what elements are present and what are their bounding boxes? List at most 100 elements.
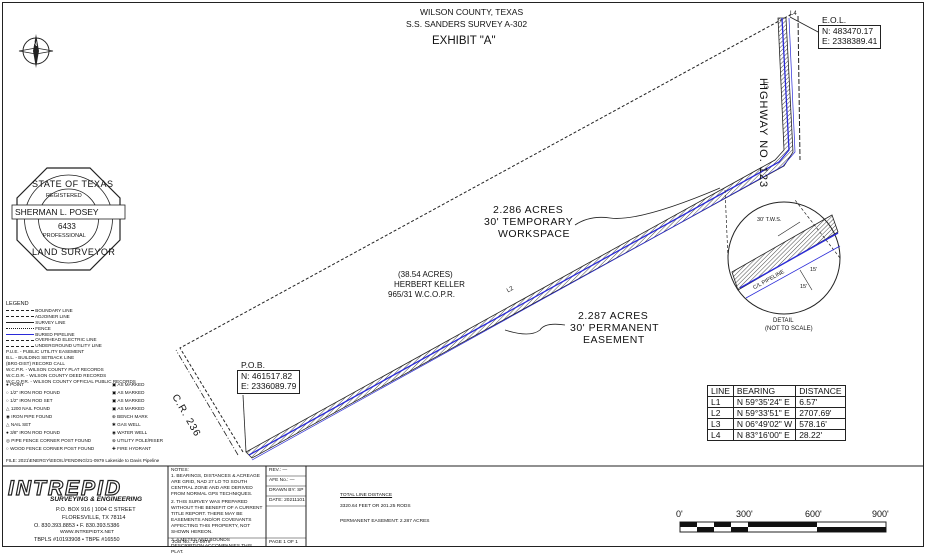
county-heading: WILSON COUNTY, TEXAS <box>420 7 524 17</box>
legend-abbrev: W.C.O.P.R. - WILSON COUNTY OFFICIAL PUBL… <box>6 378 136 384</box>
eol-label: E.O.L. <box>822 15 847 25</box>
eol-north: N: 483470.17 <box>822 26 874 36</box>
legend-symbol-fire-hydrant: ✚ FIRE HYDRANT <box>112 446 152 451</box>
legend-symbol-bench-mark: ⊕ BENCH MARK <box>112 414 148 419</box>
legend-symbol-marked-1: ▣ AS MARKED <box>112 382 145 387</box>
company-tagline: SURVEYING & ENGINEERING <box>50 496 143 503</box>
legend-symbol-marked-2: ▣ AS MARKED <box>112 390 145 395</box>
table-row: L1 N 59°35'24" E 6.57' <box>707 396 846 408</box>
legend-symbol-pipe-fence: ◎ PIPE FENCE CORNER POST FOUND <box>6 438 92 443</box>
detail-tws-label: 30' T.W.S. <box>757 217 782 223</box>
line-label-l3: L3 <box>762 82 768 89</box>
pob-coordinates: N: 461517.82 E: 2336089.79 <box>237 370 301 394</box>
seal-title: LAND SURVEYOR <box>32 247 116 257</box>
note-2: 2. THIS SURVEY WAS PREPARED WITHOUT THE … <box>171 500 263 535</box>
permanent-easement-total: PERMANENT EASEMENT: 2.287 ACRES <box>340 519 430 524</box>
job-number: JOB No.: 21-0979 <box>172 540 211 545</box>
pob-label: P.O.B. <box>241 360 265 370</box>
legend-symbol-marked-4: ▣ AS MARKED <box>112 406 145 411</box>
revision: REV.: — <box>269 468 288 473</box>
survey-heading: S.S. SANDERS SURVEY A-302 <box>406 19 528 29</box>
permanent-easement-edge <box>251 17 796 461</box>
company-phone: O. 830.393.8853 • F. 830.393.5386 <box>34 523 120 529</box>
company-address-2: FLORESVILLE, TX 78114 <box>62 515 126 521</box>
line-label-l4: L4 <box>790 11 797 17</box>
detail-scale-note: (NOT TO SCALE) <box>765 326 813 332</box>
legend-abbrev: (BRG-DIST) RECORD CALL <box>6 361 65 367</box>
company-license: TBPLS #10193908 • TBPE #16550 <box>34 537 120 543</box>
legend-symbol-nail-set: △ NAIL SET <box>6 422 32 427</box>
scale-bar <box>679 521 887 533</box>
legend-line-item: BOUNDARY LINE <box>6 308 136 314</box>
legend-line-item: BURIED PIPELINE <box>6 332 136 338</box>
note-1: 1. BEARINGS, DISTANCES & ACREAGE ARE GRI… <box>171 474 260 497</box>
total-distance: 3320.64 FEET OR 201.25 RODS <box>340 504 411 509</box>
legend-symbol-gas-well: ✱ GAS WELL <box>112 422 141 427</box>
scale-label-0: 0' <box>676 509 683 519</box>
scale-label-600: 600' <box>805 509 822 519</box>
notes-title: NOTES: <box>171 468 189 473</box>
legend-line-item: FENCE <box>6 326 136 332</box>
highway-row-line <box>797 15 801 161</box>
seal-state: STATE OF TEXAS <box>32 179 114 189</box>
pob-north: N: 461517.82 <box>241 371 293 381</box>
legend-symbol-nail-found: △ 1200 NAIL FOUND <box>6 406 50 411</box>
table-row: L4 N 83°16'00" E 28.22' <box>707 429 846 441</box>
scale-label-900: 900' <box>872 509 889 519</box>
legend-symbol-wood-fence: ○ WOOD FENCE CORNER POST FOUND <box>6 446 95 451</box>
temp-workspace-width: 30' TEMPORARY <box>484 216 574 228</box>
temporary-workspace-hatch <box>245 17 794 459</box>
temp-workspace-name: WORKSPACE <box>498 228 570 240</box>
eol-coordinates: N: 483470.17 E: 2338389.41 <box>818 25 882 49</box>
legend-symbol-pipe-found: ◉ IRON PIPE FOUND <box>6 414 53 419</box>
tract-boundary-line <box>179 14 791 453</box>
eol-east: E: 2338389.41 <box>822 35 878 46</box>
legend-line-item: SURVEY LINE <box>6 320 136 326</box>
detail-dim-1: 15' <box>810 267 818 273</box>
company-address-1: P.O. BOX 916 | 1004 C STREET <box>56 507 136 513</box>
legend-symbol-point: ● POINT <box>6 382 25 387</box>
legend-abbrev: B.L. - BUILDING SETBACK LINE <box>6 355 75 361</box>
legend-symbols-right: ▣ AS MARKED ▣ AS MARKED ▣ AS MARKED ▣ AS… <box>112 381 163 453</box>
tract-owner: HERBERT KELLER <box>394 280 465 289</box>
table-row: L3 N 06°49'02" W 578.16' <box>707 418 846 430</box>
exhibit-title: EXHIBIT "A" <box>432 35 496 47</box>
pipeline-centerline <box>248 17 790 456</box>
legend-abbrev: W.C.P.R. - WILSON COUNTY PLAT RECORDS <box>6 366 104 372</box>
drawing-date: DATE: 20211101 <box>269 498 305 503</box>
legend-symbol-irf: ○ 1/2" IRON ROD FOUND <box>6 390 60 395</box>
drawing-frame <box>2 2 924 547</box>
legend: LEGEND BOUNDARY LINE ADJOINER LINE SURVE… <box>6 301 136 385</box>
notes-block: NOTES: 1. BEARINGS, DISTANCES & ACREAGE … <box>171 468 264 556</box>
legend-abbrev: P.U.E. - PUBLIC UTILITY EASEMENT <box>6 349 85 355</box>
detail-caption: DETAIL <box>773 318 794 324</box>
company-logo: INTREPID <box>7 477 123 500</box>
page-number: PAGE 1 OF 1 <box>269 540 298 545</box>
detail-circle <box>724 189 841 315</box>
legend-symbol-marked-3: ▣ AS MARKED <box>112 398 145 403</box>
legend-abbrev: W.C.D.R. - WILSON COUNTY DEED RECORDS <box>6 372 107 378</box>
perm-easement-width: 30' PERMANENT <box>570 322 660 334</box>
north-arrow-icon: N <box>18 34 54 68</box>
svg-text:N: N <box>33 42 37 48</box>
pob-east: E: 2336089.79 <box>241 380 297 391</box>
perm-easement-name: EASEMENT <box>583 334 645 346</box>
title-block <box>3 465 924 546</box>
legend-symbol-utility-pole: ⊗ UTILITY POLE/RISER <box>112 438 164 443</box>
legend-symbol-water-well: ◉ WATER WELL <box>112 430 148 435</box>
legend-symbols-left: ● POINT ○ 1/2" IRON ROD FOUND ○ 1/2" IRO… <box>6 381 94 453</box>
tract-acres: (38.54 ACRES) <box>398 270 453 279</box>
highway-label: HIGHWAY NO. 123 <box>757 78 769 189</box>
seal-registered: REGISTERED <box>46 193 82 199</box>
detail-dim-2: 15' <box>800 284 808 290</box>
legend-title: LEGEND <box>6 301 29 307</box>
total-distance-title: TOTAL LINE DISTANCE <box>340 493 393 498</box>
county-road-line <box>175 349 239 456</box>
legend-line-item: UNDERGROUND UTILITY LINE <box>6 343 136 349</box>
legend-symbol-irs: ○ 1/2" IRON ROD SET <box>6 398 53 403</box>
seal-number: 6433 <box>58 222 76 231</box>
line-table-header: LINE BEARING DISTANCE <box>707 385 846 397</box>
legend-line-item: OVERHEAD ELECTRIC LINE <box>6 337 136 343</box>
afe-number: AFE No.: — <box>269 478 295 483</box>
file-path: FILE: 2021\ENERGY\EEOIL\FENDING\21-0979 … <box>6 458 160 463</box>
